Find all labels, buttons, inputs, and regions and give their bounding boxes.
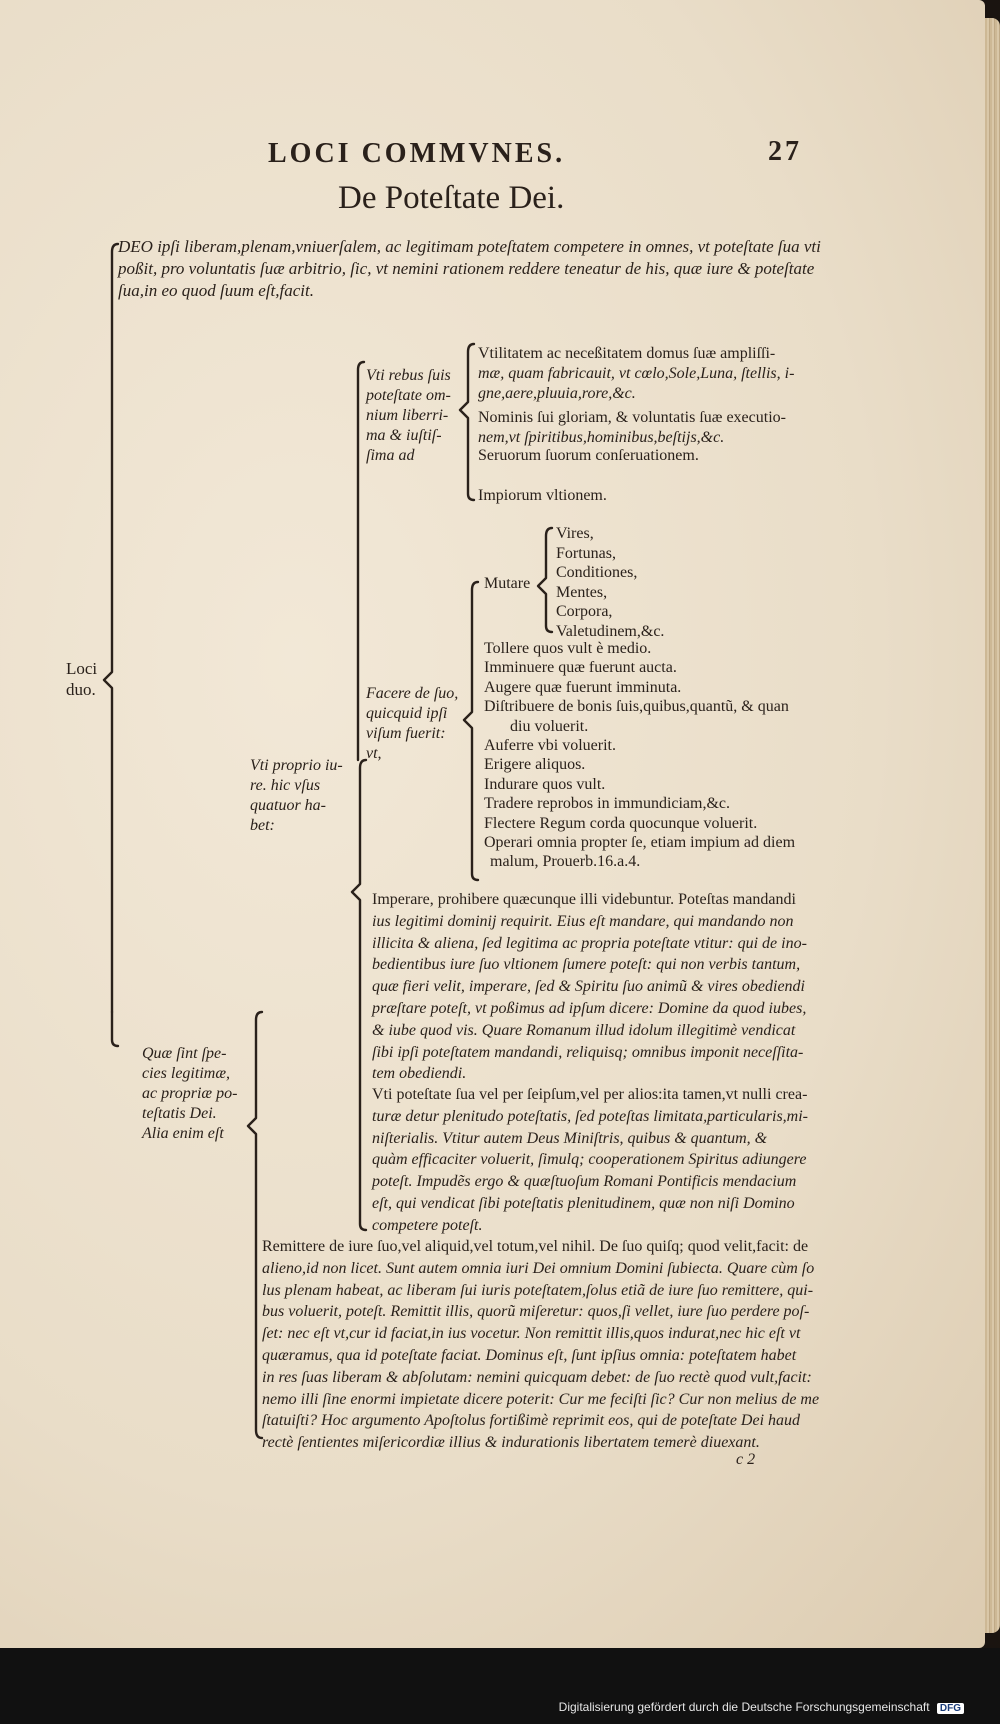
dfg-logo[interactable]: DFG <box>936 1703 964 1714</box>
chapter-title: De Poteſtate Dei. <box>338 180 565 216</box>
signature-mark: c 2 <box>736 1451 756 1468</box>
brace-lines <box>102 242 554 1440</box>
footer-bar: Digitalisierung gefördert durch die Deut… <box>0 1648 1000 1724</box>
brace-loci <box>102 242 120 1014</box>
brace-proprio <box>350 758 368 1232</box>
brace-species <box>246 1010 264 1440</box>
facere-list: Tollere quos vult è medio. Imminuere quæ… <box>484 640 796 871</box>
page-number: 27 <box>768 136 802 167</box>
brace-mutare <box>536 526 554 634</box>
book-page: LOCI COMMVNES. 27 De Poteſtate Dei. DEO … <box>0 0 985 1648</box>
brace-rebus-items <box>458 342 476 502</box>
rebus-item: Vtilitatem ac neceßitatem domus ſuæ ampl… <box>478 345 795 402</box>
loci-label: Loci duo. <box>66 659 98 699</box>
intro-paragraph: DEO ipſi liberam,plenam,vniuerſalem, ac … <box>118 237 821 300</box>
footer-credit: Digitalisierung gefördert durch die Deut… <box>559 1700 964 1714</box>
facere-label: Facere de ſuo, quicquid ipſi viſum fueri… <box>366 685 459 762</box>
proprio-label: Vti proprio iu- re. hic vſus quatuor ha-… <box>250 757 343 834</box>
mutare-list: Vires, Fortunas, Conditiones, Mentes, Co… <box>556 525 665 640</box>
rebus-item: Impiorum vltionem. <box>478 487 607 504</box>
brace-loci-bottom <box>110 1010 120 1048</box>
running-title: LOCI COMMVNES. <box>268 138 566 169</box>
rebus-item: Seruorum ſuorum conſeruationem. <box>478 447 699 464</box>
brace-facere <box>462 580 480 882</box>
brace-rebus <box>356 360 366 762</box>
imperare-paragraph: Imperare, prohibere quæcunque illi videb… <box>372 891 807 1083</box>
species-label: Quæ ſint ſpe- cies legitimæ, ac propriæ … <box>142 1045 238 1142</box>
rebus-item: Nominis ſui gloriam, & voluntatis ſuæ ex… <box>478 409 786 446</box>
mutare-label: Mutare <box>484 575 531 592</box>
rebus-label: Vti rebus ſuis poteſtate om- nium liberr… <box>366 367 451 464</box>
remittere-paragraph: Remittere de iure ſuo,vel aliquid,vel to… <box>262 1238 820 1452</box>
vti-paragraph: Vti poteſtate ſua vel per ſeipſum,vel pe… <box>372 1086 808 1234</box>
